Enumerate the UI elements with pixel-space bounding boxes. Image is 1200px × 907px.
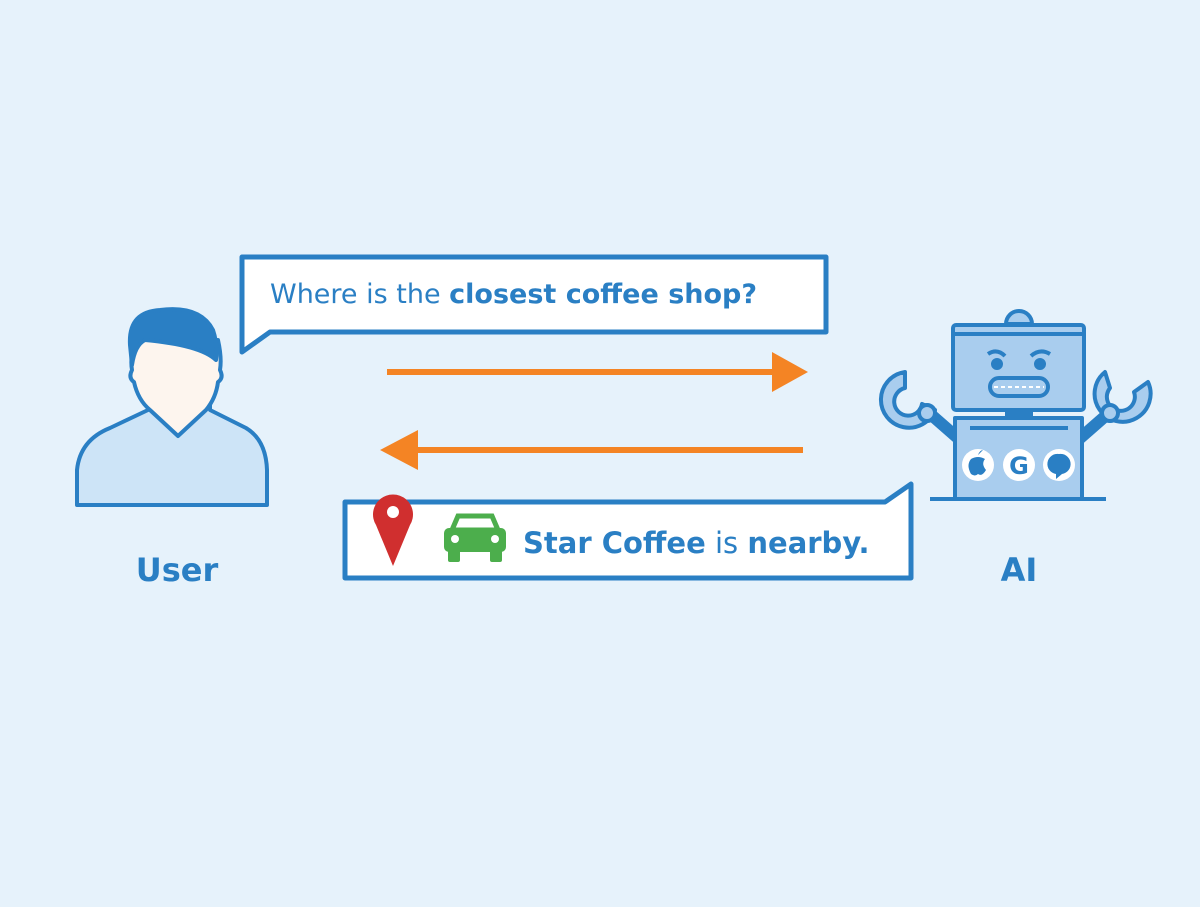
map-pin-icon	[373, 494, 414, 566]
question-text: Where is the closest coffee shop?	[270, 279, 757, 310]
answer-middle: is	[706, 526, 748, 560]
car-icon	[444, 513, 506, 562]
robot-icon: G	[878, 309, 1153, 501]
question-prefix: Where is the	[270, 279, 449, 310]
answer-emphasis: nearby.	[747, 526, 869, 560]
user-avatar-icon	[75, 307, 269, 507]
ai-label: AI	[1001, 551, 1038, 589]
response-arrow	[380, 430, 803, 470]
answer-text: Star Coffee is nearby.	[523, 526, 870, 560]
svg-text:G: G	[1009, 452, 1029, 480]
google-logo-icon	[1003, 449, 1035, 481]
question-emphasis: closest coffee shop?	[449, 279, 757, 310]
question-bubble	[239, 254, 829, 355]
answer-place: Star Coffee	[523, 526, 706, 560]
user-label: User	[136, 551, 219, 589]
answer-bubble	[342, 481, 914, 581]
request-arrow	[387, 352, 808, 392]
